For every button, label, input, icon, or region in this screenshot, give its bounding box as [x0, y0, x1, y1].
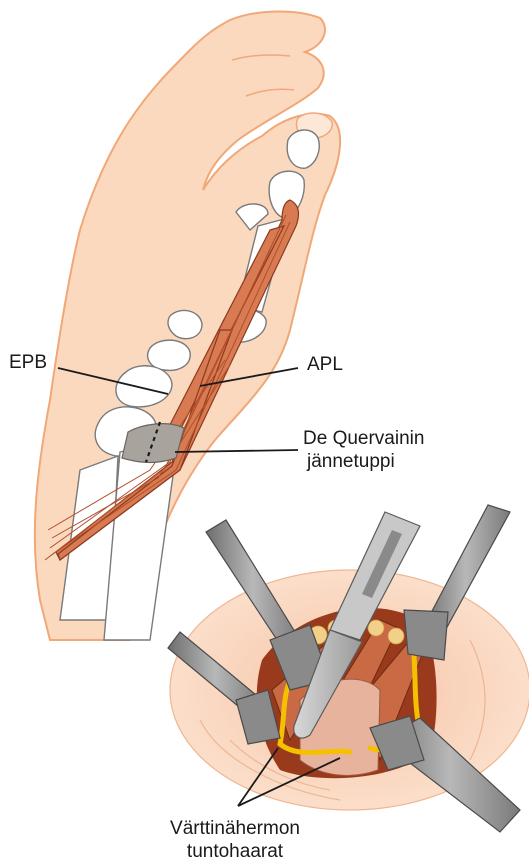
label-nerve-line1: Värttinähermon	[140, 818, 330, 840]
wound-inset	[168, 505, 529, 832]
hand-drawing	[35, 12, 340, 641]
label-epb: EPB	[9, 352, 47, 374]
label-sheath-line2: jännetuppi	[307, 451, 395, 473]
label-sheath-line1: De Quervainin	[303, 428, 424, 450]
label-apl: APL	[307, 354, 343, 376]
label-nerve-line2: tuntohaarat	[140, 841, 330, 863]
